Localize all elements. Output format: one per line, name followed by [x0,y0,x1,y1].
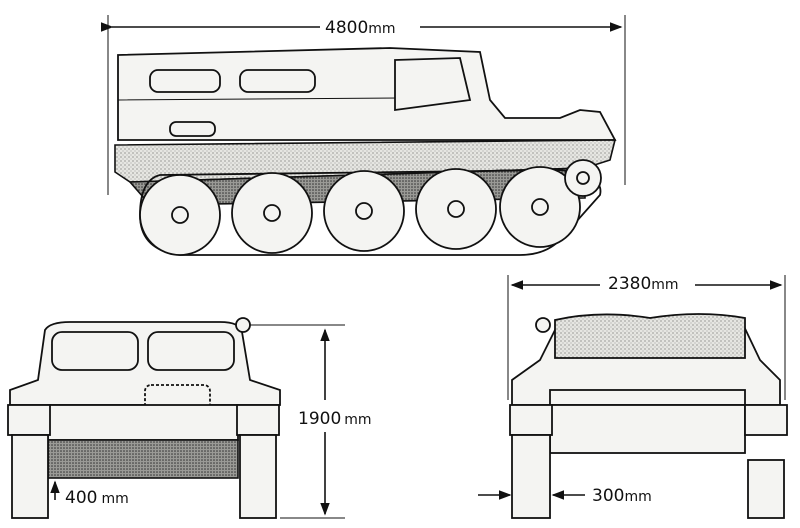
fender-right [744,404,788,436]
width-dimension-label: 2380mm [608,274,679,294]
window [149,69,221,93]
fender-left [509,404,553,436]
road-wheels [139,159,602,256]
track-left [11,434,49,519]
hull-upper [117,47,617,141]
tarp-cargo [554,313,746,359]
track-width-dimension-label: 300mm [592,486,652,506]
track-left [511,434,551,519]
hull-bottom [47,439,239,479]
side-tank [169,121,216,137]
mirror [235,317,251,333]
cab-window [394,57,472,112]
track-right [239,434,277,519]
front-plate [47,404,239,441]
light [535,317,551,333]
side-view: 4800mm [100,15,626,256]
fender-right [236,404,280,436]
track-right [747,459,785,519]
rear-view: 2380mm 300mm [478,274,788,519]
windshield-right [147,331,235,371]
window [239,69,316,93]
rear-panel [549,389,746,406]
rear-frame [549,404,746,454]
length-dimension-label: 4800mm [325,18,396,38]
fender-left [7,404,51,436]
windshield-left [51,331,139,371]
